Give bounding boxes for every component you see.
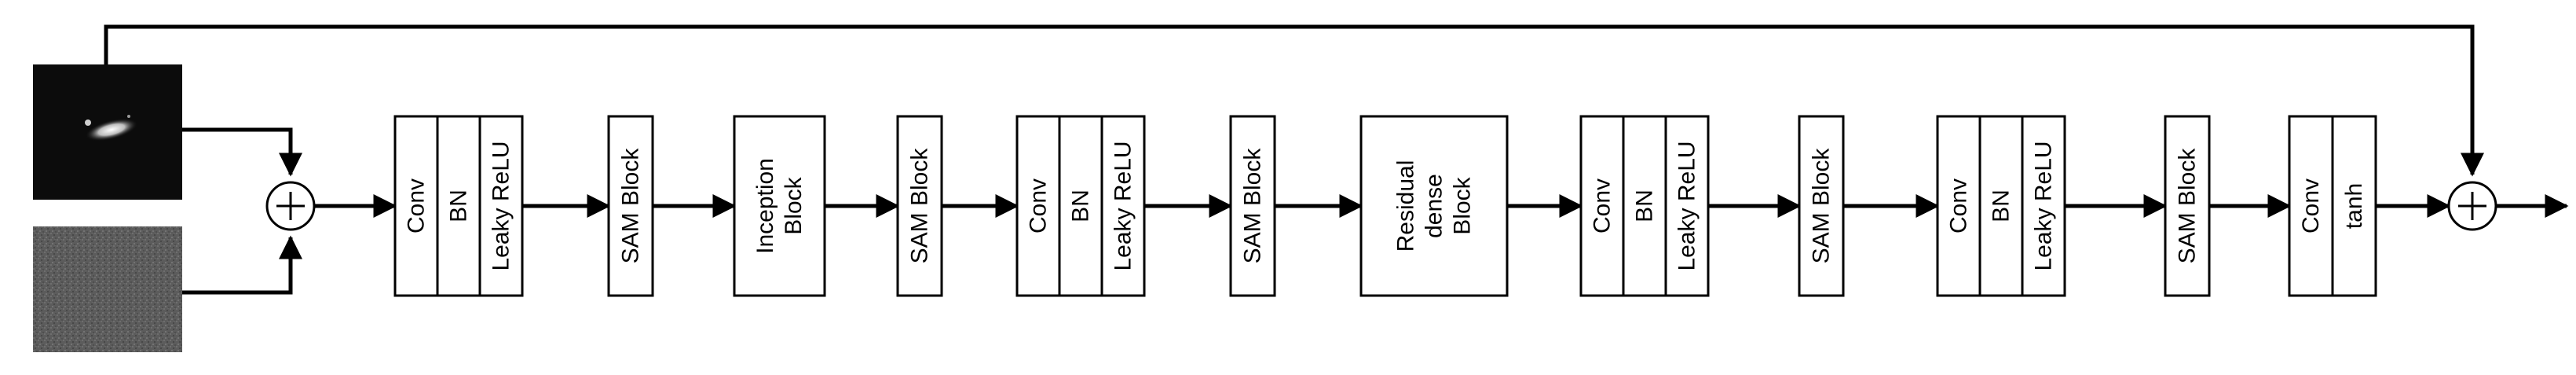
block-sam2-label: SAM Block — [907, 148, 933, 264]
block-sam1: SAM Block — [607, 115, 654, 297]
block-cbl4-label: Leaky ReLU — [2031, 141, 2057, 270]
block-cbl2-label: Leaky ReLU — [1111, 141, 1136, 270]
block-inception-label: Inception — [752, 158, 778, 254]
block-residual-label: Residual — [1393, 160, 1419, 252]
block-inception-label: Block — [781, 176, 807, 234]
block-cbl2-label: Conv — [1026, 178, 1052, 233]
input-to-add-arrow — [182, 127, 302, 177]
skip-connection-arrow — [104, 24, 2484, 177]
block-cbl3-box — [1579, 115, 1710, 297]
block-cbl4-box — [1936, 115, 2066, 297]
block-sam2-box — [896, 115, 943, 297]
block-sam4: SAM Block — [1798, 115, 1845, 297]
block-sam5: SAM Block — [2164, 115, 2211, 297]
block-sam2: SAM Block — [896, 115, 943, 297]
block-sam1-label: SAM Block — [618, 148, 644, 264]
block-cbl1-label: Conv — [404, 178, 430, 233]
block-inception-box — [733, 115, 826, 297]
add-operator-output — [2447, 181, 2497, 231]
noise-to-add-arrow — [182, 235, 302, 295]
block-sam5-box — [2164, 115, 2211, 297]
add-operator-input — [265, 181, 316, 231]
block-residual-box — [1359, 115, 1509, 297]
block-sam4-label: SAM Block — [1809, 148, 1835, 264]
block-sam5-label: SAM Block — [2175, 148, 2201, 264]
block-cbl4-label: BN — [1989, 189, 2014, 222]
block-cbl3-label: Leaky ReLU — [1674, 141, 1700, 270]
block-cbl3-label: BN — [1632, 189, 1658, 222]
input-image — [33, 64, 182, 200]
block-cbl3-label: Conv — [1590, 178, 1615, 233]
block-cbl1-label: Leaky ReLU — [488, 141, 514, 270]
block-residual-label: Block — [1450, 176, 1476, 234]
block-sam3-box — [1229, 115, 1276, 297]
connections — [104, 24, 2569, 295]
block-final: Conv tanh — [2288, 115, 2377, 297]
block-sam4-box — [1798, 115, 1845, 297]
block-cbl2-box — [1015, 115, 1146, 297]
block-final-label: tanh — [2341, 183, 2367, 229]
block-cbl4: Conv BN Leaky ReLU — [1936, 115, 2066, 297]
block-residual-label: dense — [1422, 174, 1447, 238]
noise-image — [33, 226, 182, 352]
block-cbl1: Conv BN Leaky ReLU — [393, 115, 524, 297]
block-cbl3: Conv BN Leaky ReLU — [1579, 115, 1710, 297]
block-cbl1-box — [393, 115, 524, 297]
block-cbl2-label: BN — [1068, 189, 1094, 222]
block-cbl2: Conv BN Leaky ReLU — [1015, 115, 1146, 297]
block-sam3: SAM Block — [1229, 115, 1276, 297]
block-cbl1-label: BN — [446, 189, 472, 222]
block-cbl4-label: Conv — [1946, 178, 1972, 233]
block-sam1-box — [607, 115, 654, 297]
block-final-label: Conv — [2298, 178, 2324, 233]
block-sam3-label: SAM Block — [1240, 148, 1266, 264]
